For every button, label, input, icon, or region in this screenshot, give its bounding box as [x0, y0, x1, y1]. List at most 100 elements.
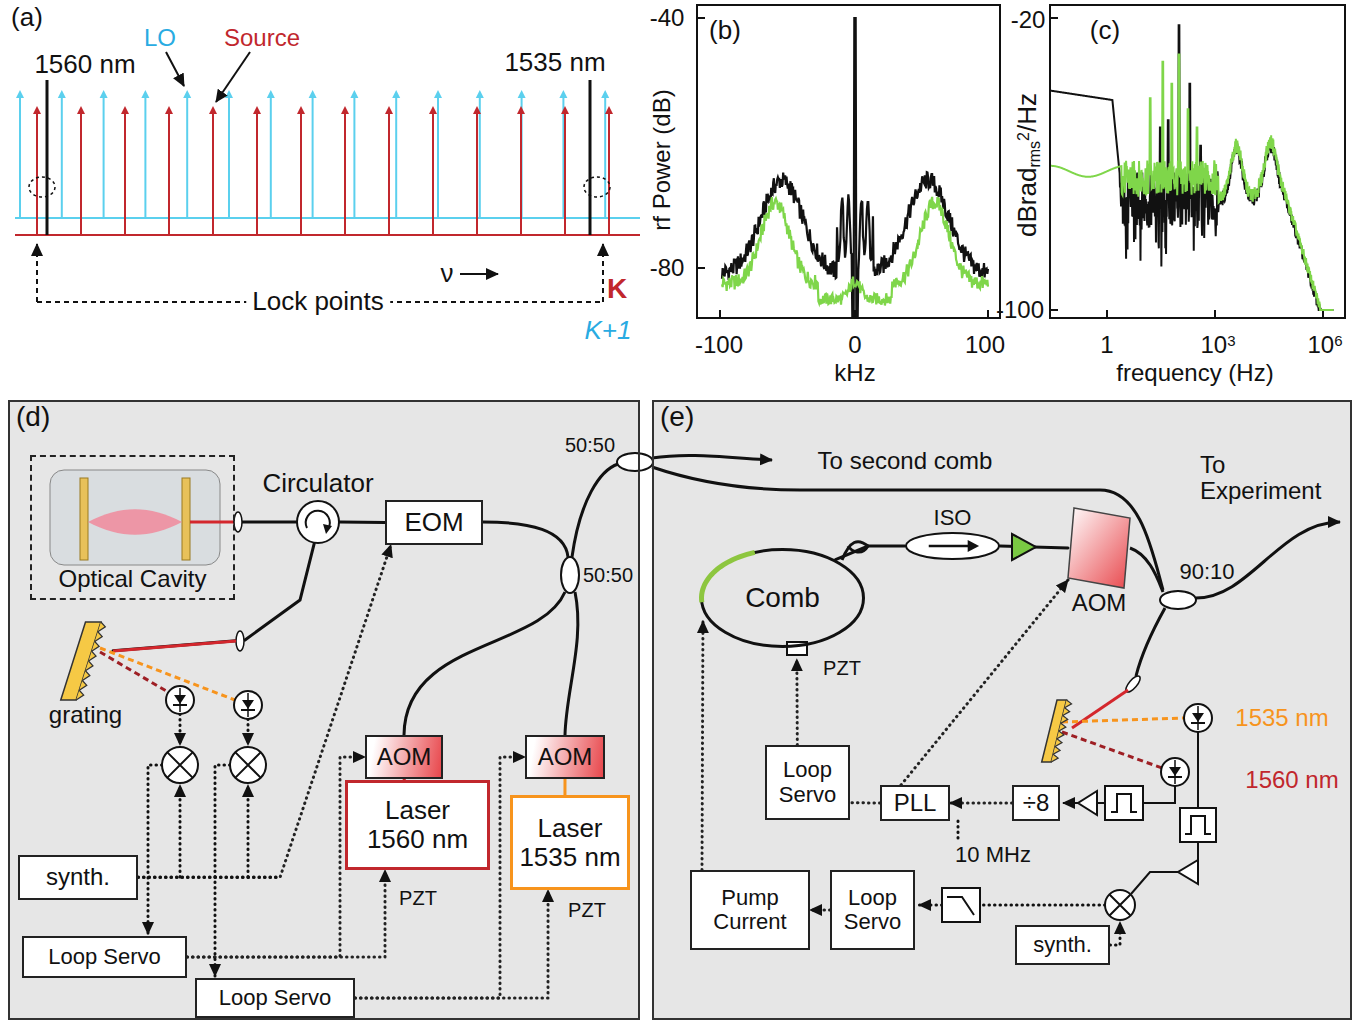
lock-ellipse [29, 177, 610, 197]
comb-ring-shape [702, 550, 864, 647]
comb-tooth [437, 96, 439, 218]
photodiode [166, 686, 194, 714]
comb-tooth [16, 90, 613, 235]
node-text: AOM [377, 744, 432, 770]
figure-label: frequency (Hz) [1116, 360, 1273, 386]
pointer-arrow [216, 52, 250, 102]
control-wire [247, 719, 250, 745]
axis-label-group: 103 [1200, 332, 1235, 358]
isolator-shape [905, 532, 1000, 560]
phase-noise-curve [1051, 25, 1333, 310]
laser-beam [1072, 690, 1128, 728]
lock-ellipse [29, 177, 55, 197]
laser-box: Laser 1535 nm [510, 795, 630, 890]
figure-label: (c) [1090, 16, 1120, 45]
photodiode [234, 691, 262, 719]
comb-tooth [434, 90, 442, 98]
amplifier-symbol [1078, 791, 1097, 815]
optical-fiber [404, 592, 565, 735]
figure-label: (a) [11, 3, 43, 32]
figure-label: To second comb [818, 448, 993, 474]
node-text: EOM [404, 508, 463, 537]
signal-wire [1063, 802, 1078, 804]
figure-label: PZT [399, 887, 437, 909]
figure-label: 1 [1100, 332, 1113, 358]
comb-tooth [183, 90, 191, 98]
comb-tooth [385, 106, 393, 114]
servo-box: Loop Servo [195, 978, 355, 1018]
figure-label: 1560 nm [1245, 767, 1338, 793]
rf-spectrum-curve [722, 18, 988, 317]
figure-label: LO [144, 25, 176, 51]
node-text: Pump Current [697, 886, 803, 934]
photodiode [247, 693, 249, 717]
figure-label: K [607, 274, 627, 305]
figure-label: -80 [650, 255, 685, 281]
comb-tooth [36, 112, 38, 235]
current-box: Pump Current [690, 870, 810, 950]
comb-tooth [124, 112, 126, 235]
photodiode [1197, 706, 1199, 730]
panel-background [8, 400, 1352, 1020]
node-text: (d) [16, 402, 50, 433]
control-wire [957, 821, 960, 840]
comb-tooth [604, 96, 606, 218]
optical-fiber [565, 592, 578, 735]
connector [950, 802, 1012, 805]
lowpass-filter [942, 888, 980, 922]
optical-cavity-drawing [50, 470, 236, 565]
node-text: AOM [538, 744, 593, 770]
comb-tooth [395, 96, 397, 218]
phase-noise-curve [1051, 55, 1333, 311]
control-wire [148, 765, 162, 934]
mixer [1105, 890, 1135, 920]
optical-fiber [652, 467, 1163, 590]
node-text: Laser 1535 nm [518, 814, 622, 871]
node-text: Laser 1560 nm [353, 796, 482, 853]
figure-label: 10 MHz [955, 843, 1031, 867]
comb-tooth [165, 106, 173, 114]
figure-label: 90:10 [1179, 560, 1234, 584]
isolator-shape [968, 540, 979, 552]
cw-laser-line [47, 80, 590, 235]
comb-tooth [19, 96, 21, 218]
figure-label: -40 [650, 5, 685, 31]
figure-label: 50:50 [565, 434, 615, 456]
comb-tooth [473, 106, 481, 114]
figure-label: /Hz [1012, 93, 1042, 132]
lowpass-filter [947, 897, 974, 915]
figure-label: (b) [709, 16, 741, 45]
figure-label: 100 [965, 332, 1005, 358]
node-text: grating [49, 702, 122, 728]
node-text: ISO [934, 506, 972, 530]
comb-tooth [353, 96, 355, 218]
aom-box: AOM [365, 735, 443, 779]
pointer-arrow [166, 52, 184, 86]
figure-label: 10 [1200, 331, 1227, 358]
photodiode [1161, 758, 1189, 786]
mixer [235, 752, 260, 777]
node-text: Loop Servo [772, 758, 843, 806]
figure-label: rms [1026, 141, 1043, 168]
comb-tooth [518, 90, 526, 98]
amplifier-symbol [1178, 860, 1198, 884]
figure-label: 10 [1307, 331, 1334, 358]
comb-tooth [253, 106, 261, 114]
cavity-box: Optical Cavity [30, 455, 235, 600]
comb-tooth [476, 90, 484, 98]
comb-tooth [270, 96, 272, 218]
connector [810, 909, 830, 912]
comb-ring: Comb [700, 548, 865, 648]
laser-beam [1062, 732, 1162, 768]
figure-label: PZT [568, 899, 606, 921]
comb-tooth [141, 90, 149, 98]
optical-cavity-drawing [80, 478, 88, 560]
synthesizer-box: synth. [18, 855, 138, 900]
comb-tooth [144, 96, 146, 218]
comb-tooth [608, 112, 610, 235]
fiber-coupler [617, 453, 653, 471]
node-text: AOM [1072, 590, 1127, 616]
pll-box: PLL [880, 785, 950, 821]
